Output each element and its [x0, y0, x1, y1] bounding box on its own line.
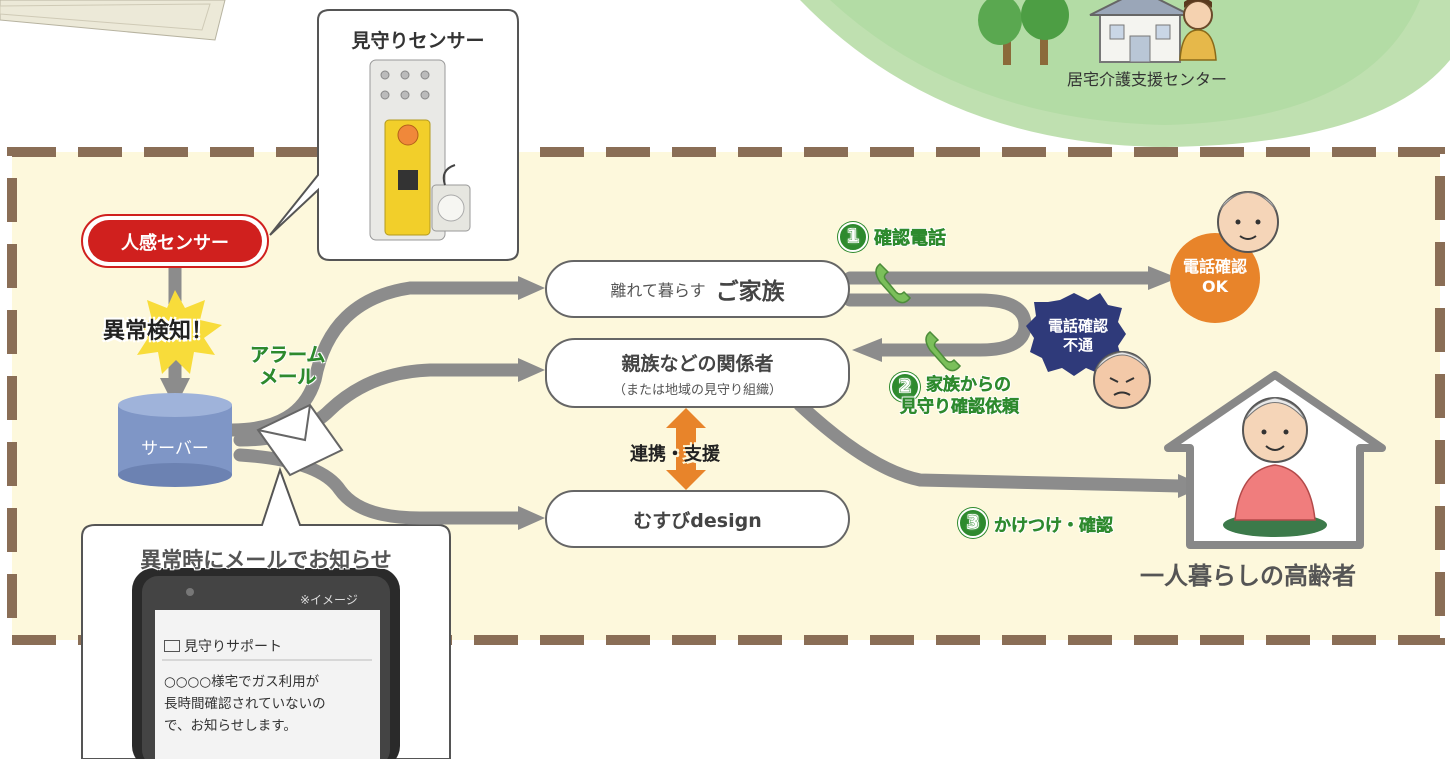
smartphone-icon: [132, 568, 400, 759]
phone-ok-circle: [1170, 233, 1260, 323]
step2-label: 2 家族からの 見守り確認依頼: [890, 372, 1019, 418]
step2-line2: 見守り確認依頼: [900, 397, 1019, 417]
step3-label: 3 かけつけ・確認: [958, 508, 1113, 538]
phone-ng-line2: 不通: [1062, 336, 1093, 354]
server-icon: [118, 393, 232, 487]
cooperation-label: 連携・支援: [630, 444, 720, 465]
anomaly-burst-icon: [130, 290, 222, 374]
phone-ok-label: 電話確認 OK: [1170, 257, 1260, 297]
phone-image-note: ※イメージ: [300, 593, 358, 607]
step1-text: 確認電話: [874, 228, 946, 249]
trees-icon: [978, 0, 1069, 65]
step1-label: 1 確認電話: [838, 222, 946, 252]
relatives-sub: （または地域の見守り組織）: [612, 382, 782, 398]
care-center-label: 居宅介護支援センター: [1067, 70, 1228, 89]
sensor-device-icon: [369, 59, 471, 241]
mail-subject: 見守りサポート: [164, 636, 282, 656]
alarm-mail-line2: メール: [259, 366, 317, 388]
human-sensor-pill-bg: [81, 214, 269, 268]
mail-body-line3: で、お知らせします。: [164, 718, 297, 734]
human-sensor-label: 人感センサー: [121, 233, 229, 254]
elderly-label: 一人暮らしの高齢者: [1140, 562, 1356, 590]
mail-body-line1: ○○○○様宅でガス利用が: [164, 674, 320, 690]
phone-ok-line1: 電話確認: [1182, 257, 1247, 276]
cooperation-arrow: [666, 408, 706, 490]
step1-number: 1: [838, 222, 868, 252]
envelope-icon: [256, 403, 344, 477]
alarm-mail-label: アラーム メール: [250, 344, 326, 388]
mail-body: ○○○○様宅でガス利用が 長時間確認されていないの で、お知らせします。: [164, 671, 326, 737]
mail-subject-text: 見守りサポート: [184, 639, 282, 655]
relatives-main: 親族などの関係者: [621, 352, 774, 375]
step2-number: 2: [890, 372, 920, 402]
family-main: ご家族: [715, 279, 785, 305]
elderly-happy-icon: [1217, 191, 1279, 253]
musubi-node: むすびdesign: [545, 490, 850, 548]
family-node: 離れて暮らす ご家族: [545, 260, 850, 318]
step3-text: かけつけ・確認: [994, 515, 1113, 536]
mail-envelope-icon: [164, 640, 180, 652]
phone-ng-label: 電話確認 不通: [1030, 317, 1126, 355]
care-staff-icon: [1179, 0, 1217, 61]
step3-number: 3: [958, 508, 988, 538]
step2-line1: 家族からの: [926, 375, 1011, 395]
phone-ok-line2: OK: [1202, 277, 1228, 296]
musubi-label: むすびdesign: [633, 509, 762, 532]
phone-callout-title: 異常時にメールでお知らせ: [140, 548, 392, 572]
server-label: サーバー: [141, 439, 209, 459]
phone-ng-line1: 電話確認: [1047, 317, 1108, 335]
care-center-building-icon: [1089, 0, 1191, 63]
phone-ng-badge: [1026, 293, 1126, 376]
mail-body-line2: 長時間確認されていないの: [164, 696, 326, 712]
alarm-mail-line1: アラーム: [250, 344, 326, 366]
phone-handset-icon: [875, 263, 961, 372]
frame-corner-decoration: [0, 0, 226, 41]
anomaly-label: 異常検知！: [103, 319, 214, 344]
relatives-node: 親族などの関係者 （または地域の見守り組織）: [545, 338, 850, 408]
elderly-worried-icon: [1093, 351, 1151, 409]
elderly-sitting-icon: [1223, 397, 1327, 537]
sensor-callout-title: 見守りセンサー: [351, 30, 485, 52]
family-prefix: 離れて暮らす: [610, 281, 706, 300]
